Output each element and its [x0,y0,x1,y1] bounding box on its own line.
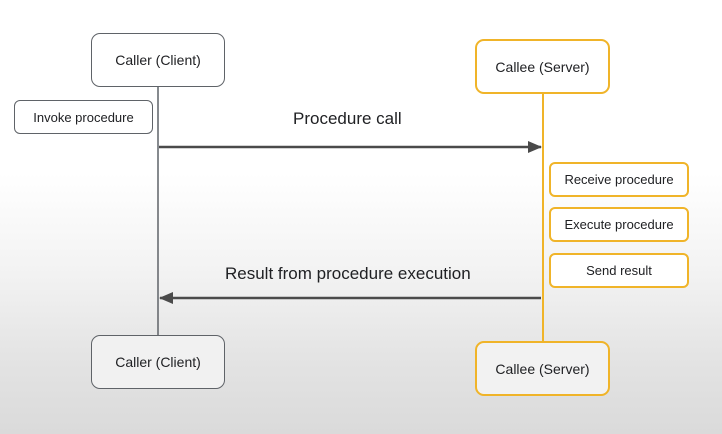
procedure-call-label: Procedure call [293,109,402,128]
callee-server-bottom: Callee (Server) [475,341,610,396]
invoke-procedure-box: Invoke procedure [14,100,153,134]
execute-procedure-box: Execute procedure [549,207,689,242]
receive-procedure-box: Receive procedure [549,162,689,197]
callee-server-top: Callee (Server) [475,39,610,94]
caller-client-top: Caller (Client) [91,33,225,87]
send-result-box: Send result [549,253,689,288]
caller-client-bottom: Caller (Client) [91,335,225,389]
result-label: Result from procedure execution [225,264,471,283]
